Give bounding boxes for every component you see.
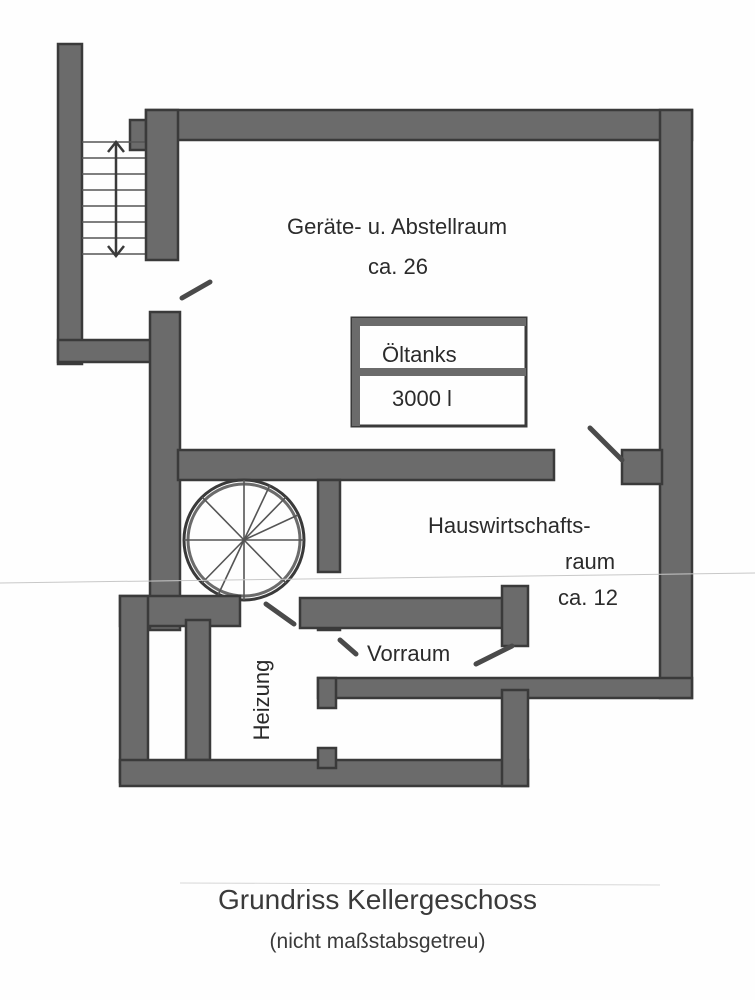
door-storage-utility <box>587 425 625 463</box>
heating-bottom-stub <box>316 746 338 770</box>
plan-caption-subtitle: (nicht maßstabsgetreu) <box>269 930 486 953</box>
spiral-staircase-icon <box>182 478 306 602</box>
heating-room-name: Heizung <box>249 659 274 741</box>
heating-left-wall <box>118 594 150 784</box>
door-vestibule-left <box>337 637 359 657</box>
oil-tank-label: Öltanks <box>382 342 457 367</box>
top-wall <box>144 108 694 142</box>
stair-outer-wall <box>56 42 84 366</box>
left-wall-upper <box>144 108 180 262</box>
scan-line <box>0 572 755 584</box>
oil-tank-capacity: 3000 l <box>392 386 452 411</box>
storage-south-wall-stub <box>620 448 664 486</box>
stair-bottom-wall <box>56 338 155 364</box>
stair-direction-arrow-icon <box>107 139 125 259</box>
vestibule-right-post <box>500 584 530 648</box>
vestibule-name: Vorraum <box>367 641 451 666</box>
storage-room-area: ca. 26 <box>368 254 428 279</box>
storage-room-name: Geräte- u. Abstellraum <box>287 214 508 239</box>
vestibule-left-wall-upper <box>316 478 342 574</box>
plan-caption-title: Grundriss Kellergeschoss <box>217 884 538 915</box>
door-swings <box>179 279 625 667</box>
left-wall-lower <box>148 310 182 632</box>
scan-line-caption <box>179 882 661 886</box>
outer-walls <box>144 108 694 700</box>
vestibule-bottom-stub <box>316 676 338 710</box>
bottom-right-post <box>500 688 530 788</box>
door-spiral <box>263 601 297 627</box>
storage-south-wall <box>176 448 556 482</box>
heating-room-walls <box>118 594 530 788</box>
heating-inner-wall <box>184 618 212 762</box>
door-vestibule-right <box>473 643 515 667</box>
right-wall <box>658 108 694 700</box>
oil-tank-box <box>350 316 528 428</box>
utility-room-name-line2: raum <box>565 549 616 574</box>
utility-room-area: ca. 12 <box>558 585 618 610</box>
exterior-staircase <box>56 42 155 366</box>
utility-room-name-line1: Hauswirtschafts- <box>428 513 591 538</box>
vestibule-top-wall <box>298 596 512 630</box>
door-storage-west <box>179 279 213 301</box>
